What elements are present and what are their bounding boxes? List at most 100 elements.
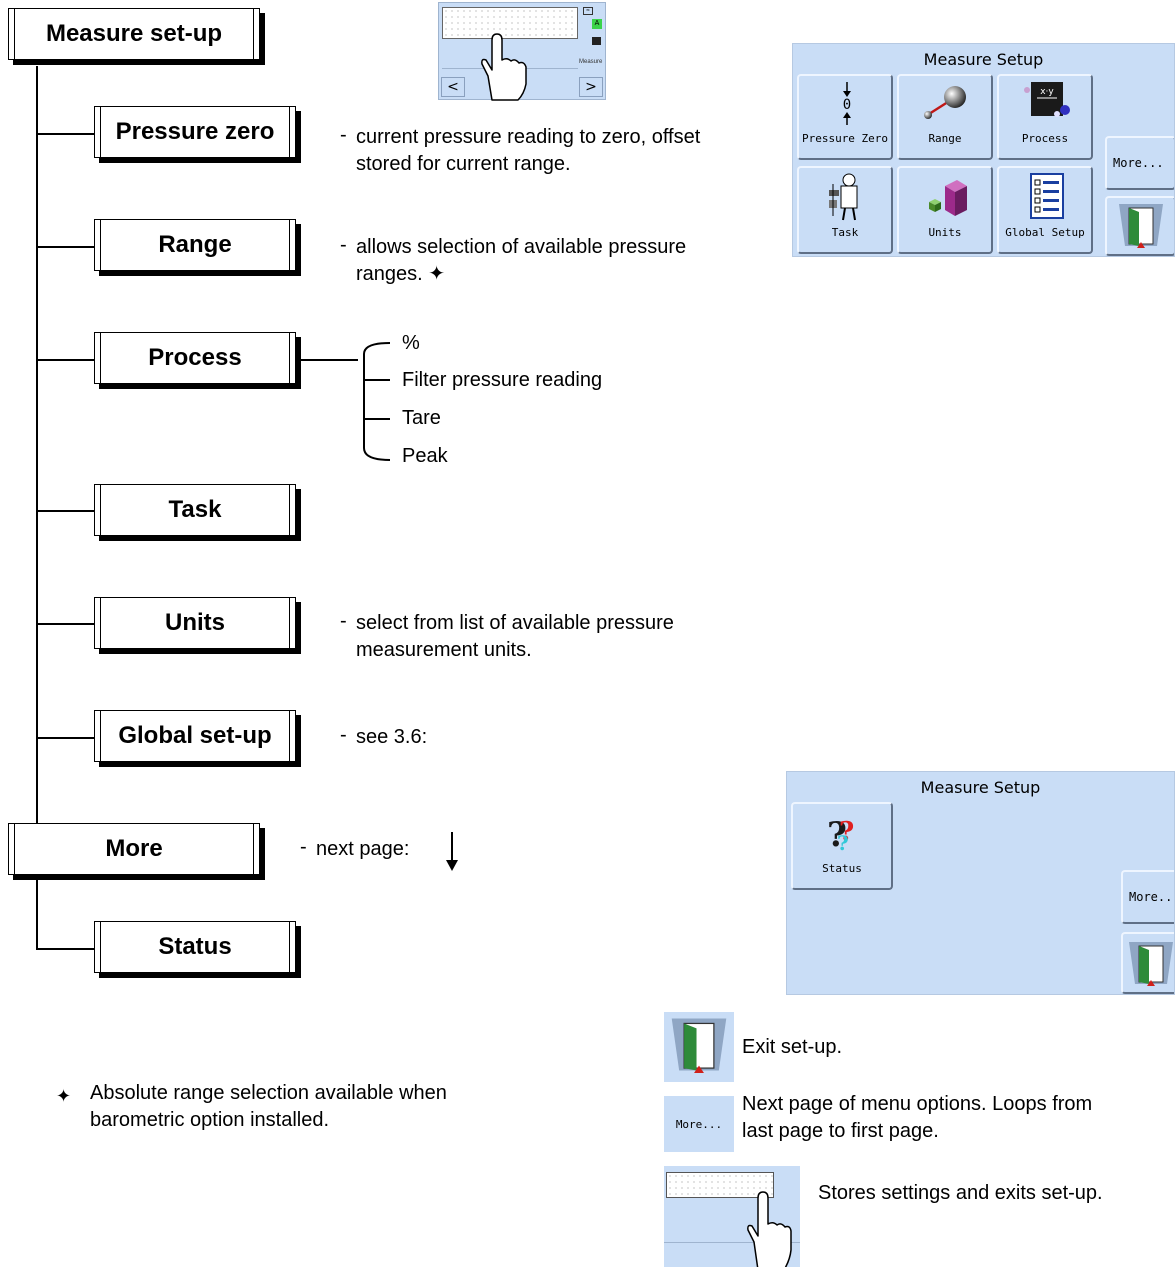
- tile-process[interactable]: x·y Process: [997, 74, 1093, 160]
- screen-title: Measure Setup: [920, 778, 1041, 797]
- legend-stores-thumb: [664, 1166, 800, 1267]
- legend-stores-text: Stores settings and exits set-up.: [818, 1182, 1103, 1204]
- desc-more: next page:: [316, 836, 409, 863]
- legend-exit-icon: [664, 1012, 734, 1082]
- legend-more-key-label: More...: [675, 1117, 723, 1131]
- tree-item-label: Global set-up: [118, 722, 272, 749]
- tile-label: Process: [1021, 132, 1069, 145]
- tree-item-range: Range: [94, 219, 296, 271]
- process-option-tare: Tare: [402, 407, 441, 429]
- down-arrow-icon: [446, 832, 458, 871]
- tree-item-label: Units: [165, 609, 225, 636]
- desc-line: Next page of menu options. Loops from: [742, 1093, 1093, 1115]
- tree-item-task: Task: [94, 484, 296, 536]
- global-setup-icon: [1030, 173, 1064, 219]
- tile-label: Status: [822, 862, 862, 875]
- desc-dash: -: [340, 234, 347, 256]
- legend-exit-text: Exit set-up.: [742, 1036, 843, 1058]
- screen-title: Measure Setup: [923, 50, 1044, 69]
- tree-spine: [36, 66, 38, 924]
- tree-item-units: Units: [94, 597, 296, 649]
- tile-label: Pressure Zero: [801, 132, 889, 145]
- legend-display: [666, 1172, 774, 1198]
- footnote-symbol: ✦: [56, 1086, 72, 1107]
- process-connector: [296, 342, 391, 461]
- thumb-wave-icon: ≈: [583, 7, 593, 15]
- device-thumbnail: ≈ A Measure < >: [438, 2, 606, 100]
- more-button[interactable]: More...: [1121, 870, 1175, 924]
- tree-spine-status: [36, 870, 38, 950]
- legend-more-text: Next page of menu options. Loops from la…: [742, 1091, 1092, 1145]
- tile-label: Task: [831, 226, 859, 239]
- desc-dash: -: [340, 724, 347, 746]
- tile-label: Units: [928, 226, 962, 239]
- desc-line: stored for current range.: [356, 153, 571, 175]
- desc-line: see 3.6:: [356, 726, 428, 748]
- tile-range[interactable]: Range: [897, 74, 993, 160]
- desc-line: last page to first page.: [742, 1120, 939, 1142]
- process-icon: x·y: [1024, 82, 1070, 117]
- exit-door-icon: [1129, 942, 1173, 986]
- units-icon: [929, 180, 967, 216]
- exit-door-icon: [671, 1018, 727, 1074]
- tile-label: Global Setup: [1005, 226, 1085, 239]
- branch-pressure-zero: [36, 133, 94, 135]
- tile-global-setup[interactable]: Global Setup: [997, 166, 1093, 254]
- process-option-peak: Peak: [402, 445, 448, 467]
- thumb-small-icon: [592, 37, 601, 45]
- exit-button[interactable]: [1121, 932, 1174, 994]
- desc-global-setup: see 3.6:: [356, 724, 427, 751]
- desc-line: ranges. ✦: [356, 263, 446, 285]
- desc-line: Absolute range selection available when: [90, 1082, 447, 1104]
- pointing-hand-icon: [481, 33, 527, 101]
- thumb-alarm-icon: A: [592, 19, 602, 29]
- thumb-right-button[interactable]: >: [579, 77, 603, 97]
- desc-line: barometric option installed.: [90, 1109, 330, 1131]
- desc-dash: -: [340, 124, 347, 146]
- process-option-filter: Filter pressure reading: [402, 369, 603, 391]
- tile-units[interactable]: Units: [897, 166, 993, 254]
- branch-process: [36, 359, 94, 361]
- process-icon-text: x·y: [1040, 87, 1054, 97]
- more-label: More...: [1129, 890, 1175, 904]
- zero-glyph: 0: [843, 97, 851, 113]
- tile-pressure-zero[interactable]: 0 Pressure Zero: [797, 74, 893, 160]
- svg-text:?: ?: [837, 831, 849, 854]
- tile-task[interactable]: Task: [797, 166, 893, 254]
- tile-status[interactable]: ? ? ? Status: [791, 802, 893, 890]
- tree-item-label: Range: [158, 231, 232, 258]
- tree-item-label: Status: [158, 933, 232, 960]
- process-option-percent: %: [402, 332, 420, 354]
- thumb-left-button[interactable]: <: [441, 77, 465, 97]
- more-label: More...: [1113, 156, 1164, 170]
- measure-setup-screen-2: Measure Setup ? ? ? Status More...: [786, 771, 1175, 995]
- desc-units: select from list of available pressure m…: [356, 610, 674, 664]
- desc-line: current pressure reading to zero, offset: [356, 126, 701, 148]
- exit-door-icon: [1119, 204, 1163, 248]
- footnote-text: Absolute range selection available when …: [90, 1080, 447, 1134]
- svg-text:?: ?: [839, 817, 854, 847]
- branch-status: [36, 948, 94, 950]
- tree-root-measure-setup: Measure set-up: [8, 8, 260, 60]
- desc-dash: -: [300, 836, 307, 858]
- tree-item-more: More: [8, 823, 260, 875]
- status-question-icon: ? ? ?: [827, 815, 854, 854]
- exit-button[interactable]: [1105, 196, 1174, 256]
- svg-text:?: ?: [827, 815, 847, 854]
- more-button[interactable]: More...: [1105, 136, 1174, 190]
- legend-strip: [664, 1242, 800, 1243]
- tile-label: Range: [928, 132, 962, 145]
- tree-item-global-setup: Global set-up: [94, 710, 296, 762]
- desc-dash: -: [340, 610, 347, 632]
- tree-item-status: Status: [94, 921, 296, 973]
- task-icon: [829, 173, 858, 221]
- tree-item-label: Pressure zero: [115, 118, 275, 145]
- thumb-display: [442, 7, 578, 39]
- desc-line: next page:: [316, 838, 410, 860]
- tree-item-pressure-zero: Pressure zero: [94, 106, 296, 158]
- branch-units: [36, 623, 94, 625]
- desc-range: allows selection of available pressure r…: [356, 234, 686, 288]
- branch-task: [36, 510, 94, 512]
- pressure-zero-icon: 0: [843, 82, 851, 125]
- thumb-side-panel: ≈ A Measure: [579, 5, 605, 71]
